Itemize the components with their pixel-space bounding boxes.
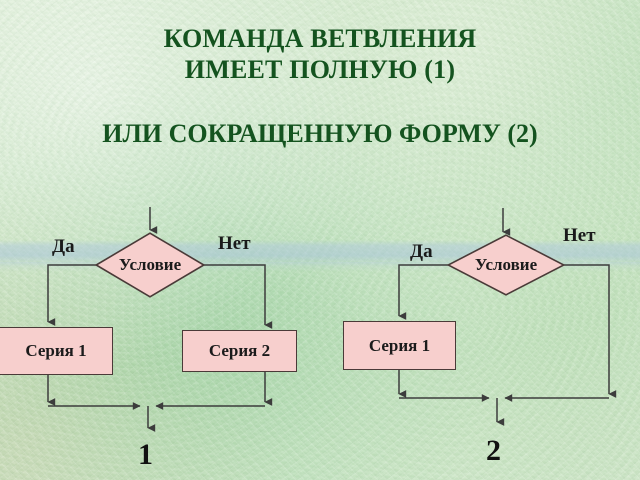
- process-box-1-series2-label: Серия 2: [208, 341, 271, 360]
- branch-label-1-yes: Да: [52, 236, 75, 257]
- slide-title: КОМАНДА ВЕТВЛЕНИЯ ИМЕЕТ ПОЛНУЮ (1): [0, 24, 640, 85]
- decision-diamond-2[interactable]: Условие: [447, 234, 565, 296]
- process-box-2-series1[interactable]: Серия 1: [343, 321, 456, 370]
- branch-label-2-no: Нет: [563, 225, 596, 246]
- background-blue-band-soft: [0, 262, 640, 272]
- slide-subtitle: ИЛИ СОКРАЩЕННУЮ ФОРМУ (2): [102, 119, 538, 148]
- title-line-1: КОМАНДА ВЕТВЛЕНИЯ: [163, 24, 477, 53]
- branch-label-1-no: Нет: [218, 233, 251, 254]
- process-box-1-series2[interactable]: Серия 2: [182, 330, 297, 372]
- decision-diamond-1[interactable]: Условие: [95, 232, 205, 298]
- process-box-2-series1-label: Серия 1: [368, 335, 431, 355]
- title-line-2: ИМЕЕТ ПОЛНУЮ (1): [184, 54, 456, 84]
- branch-label-2-yes: Да: [410, 241, 433, 262]
- process-box-1-series1-label: Серия 1: [25, 341, 87, 360]
- diagram-number-1: 1: [138, 438, 153, 471]
- process-box-1-series1[interactable]: Серия 1: [0, 327, 113, 375]
- diagram-number-2: 2: [486, 434, 501, 467]
